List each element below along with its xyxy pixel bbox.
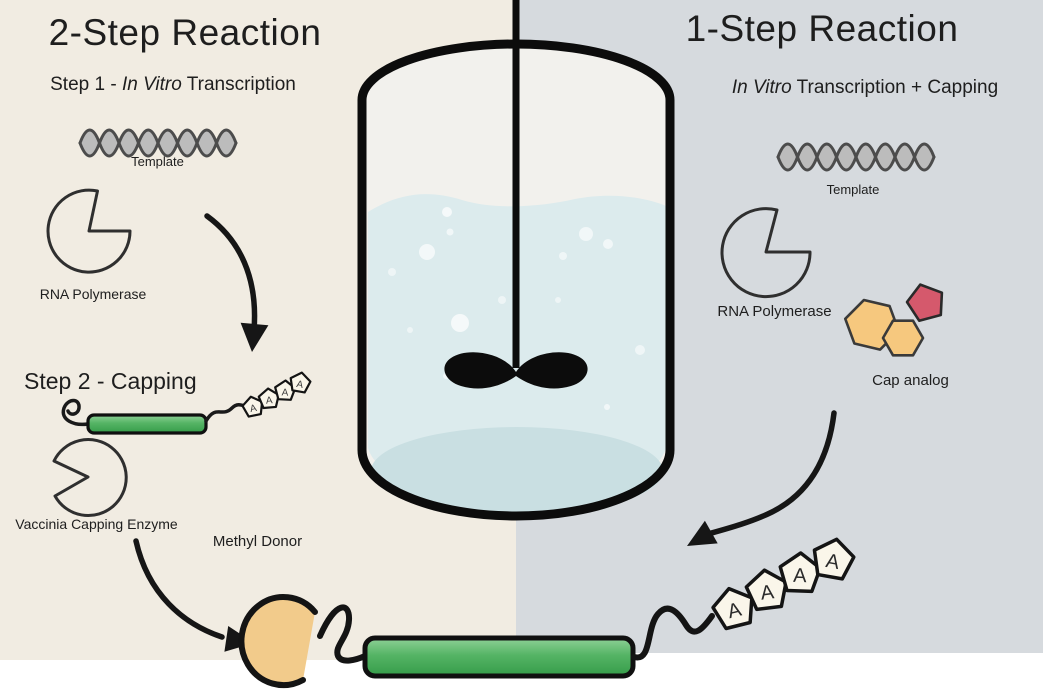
one-step-arrowhead bbox=[687, 520, 718, 546]
svg-text:A: A bbox=[824, 550, 842, 574]
svg-text:A: A bbox=[249, 403, 258, 415]
mrna-body-product bbox=[362, 635, 636, 679]
poly-a-tile-small: A bbox=[287, 369, 313, 395]
mrna-body-step2 bbox=[86, 413, 208, 435]
one-step-arrow bbox=[705, 410, 837, 537]
poly-a-tile-big: A bbox=[742, 565, 791, 613]
poly-a-tile-big: A bbox=[707, 582, 760, 633]
step1-heading: Step 1 - In Vitro Transcription bbox=[18, 74, 328, 96]
step1-heading-italic: In Vitro bbox=[121, 74, 182, 95]
one-step-subtitle: In Vitro Transcription + Capping bbox=[700, 77, 1030, 99]
step2-heading: Step 2 - Capping bbox=[24, 368, 197, 394]
svg-text:A: A bbox=[265, 395, 273, 407]
methyl-donor-label: Methyl Donor bbox=[212, 533, 303, 550]
bioreactor-vessel bbox=[357, 39, 675, 521]
svg-text:A: A bbox=[295, 379, 304, 391]
rna-polymerase-label-right: RNA Polymerase bbox=[717, 303, 832, 320]
left-panel-title: 2-Step Reaction bbox=[48, 12, 322, 53]
vaccinia-capping-enzyme-label: Vaccinia Capping Enzyme bbox=[15, 516, 178, 532]
cap-analog-label: Cap analog bbox=[872, 372, 949, 389]
step1-heading-prefix: Step 1 - bbox=[50, 74, 122, 95]
step1-arrowhead bbox=[240, 322, 269, 352]
svg-text:A: A bbox=[725, 598, 744, 623]
poly-a-tile-small: A bbox=[239, 393, 266, 419]
template-label-right: Template bbox=[826, 182, 880, 197]
mrna-5prime-squiggle-step2 bbox=[61, 398, 90, 427]
poly-a-tile-big: A bbox=[808, 534, 859, 582]
rna-polymerase-icon-left bbox=[46, 188, 132, 274]
rna-polymerase-icon-right bbox=[720, 207, 812, 299]
poly-a-tile-small: A bbox=[257, 386, 281, 410]
vessel-liquid-bottom bbox=[371, 427, 663, 515]
product-3prime-squiggle bbox=[631, 605, 715, 661]
poly-a-tile-big: A bbox=[777, 550, 823, 594]
one-step-subtitle-suffix: Transcription + Capping bbox=[791, 77, 999, 98]
poly-a-tile-small: A bbox=[273, 378, 297, 402]
step1-arrow bbox=[204, 213, 258, 333]
one-step-subtitle-italic: In Vitro bbox=[731, 77, 792, 98]
right-panel-title: 1-Step Reaction bbox=[685, 8, 959, 49]
svg-text:A: A bbox=[793, 565, 808, 587]
product-5prime-squiggle bbox=[317, 604, 368, 664]
cap-analog-icon bbox=[843, 283, 944, 357]
rna-polymerase-label-left: RNA Polymerase bbox=[39, 286, 147, 302]
vaccinia-capping-enzyme-icon bbox=[52, 438, 128, 518]
svg-text:A: A bbox=[759, 581, 776, 605]
step1-heading-suffix: Transcription bbox=[181, 74, 296, 95]
template-label-left: Template bbox=[131, 154, 184, 169]
five-prime-cap bbox=[241, 597, 315, 686]
impeller-icon bbox=[444, 352, 588, 389]
five-prime-cap-outline bbox=[238, 594, 318, 689]
svg-text:A: A bbox=[281, 387, 289, 398]
step2-to-product-arrow bbox=[133, 538, 225, 640]
